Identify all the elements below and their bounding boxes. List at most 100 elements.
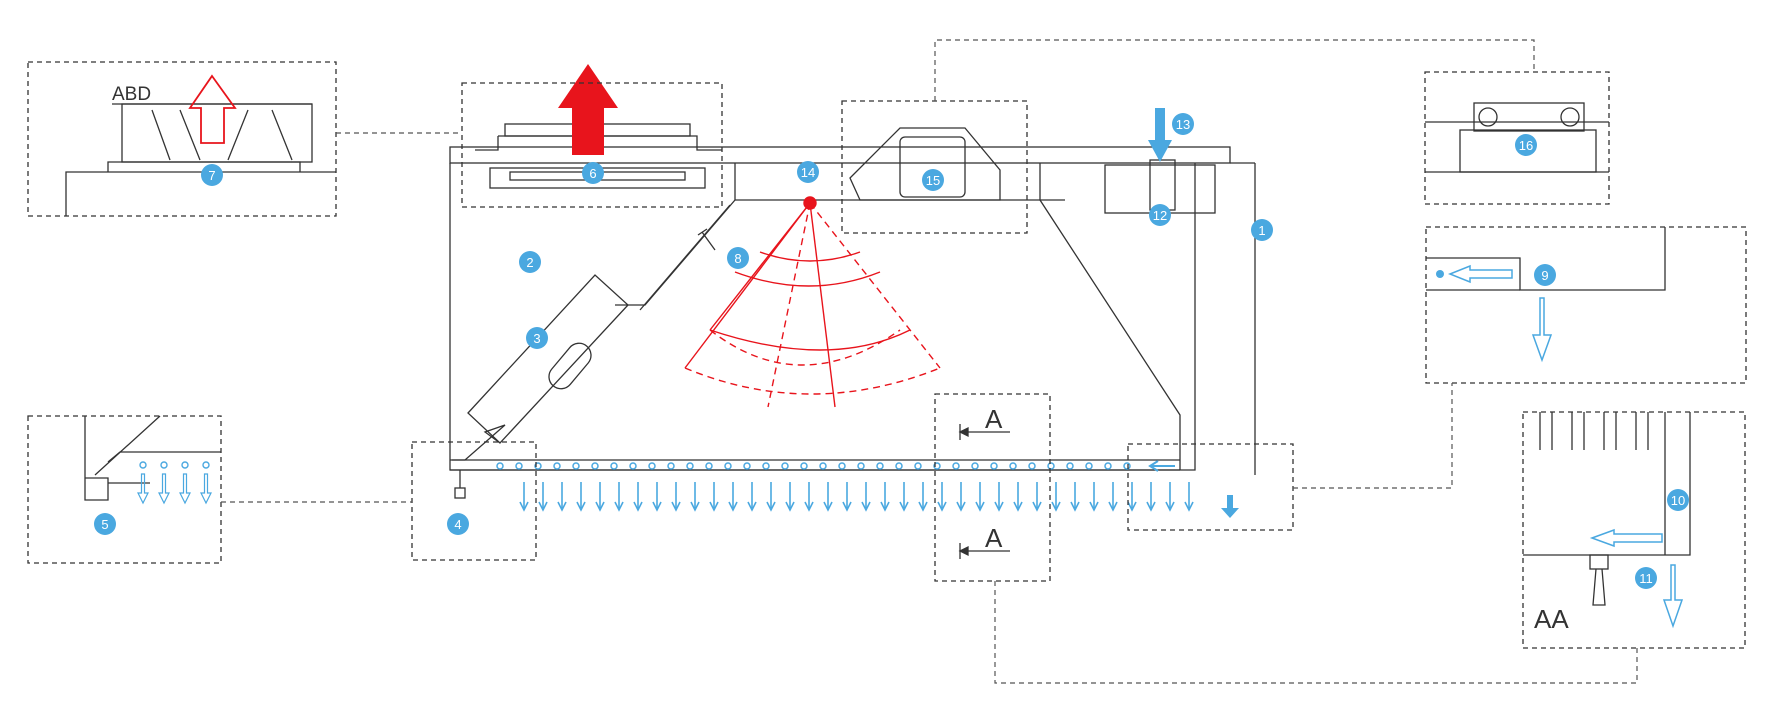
detail-box-4: [411, 441, 537, 561]
down-arrow: [861, 482, 871, 512]
supply-arrow: [1148, 108, 1172, 162]
nozzle-dot: [781, 462, 789, 470]
down-arrow: [1165, 482, 1175, 512]
detail-box-7: [27, 61, 337, 217]
down-arrow: [785, 482, 795, 512]
down-arrow: [709, 482, 719, 512]
badge-15: 15: [922, 169, 944, 191]
badge-7: 7: [201, 164, 223, 186]
exhaust-arrow: [558, 64, 618, 155]
detail-box-10: [1522, 411, 1746, 649]
svg-text:1: 1: [1258, 223, 1265, 238]
down-arrow: [1013, 482, 1023, 512]
nozzle-dots: [496, 462, 1131, 470]
down-arrow: [690, 482, 700, 512]
aa-down-arrow: [1662, 564, 1684, 629]
nozzle-dot: [553, 462, 561, 470]
badge-16: 16: [1515, 134, 1537, 156]
down-arrow: [1127, 482, 1137, 512]
nozzle-dot: [914, 462, 922, 470]
badge-5: 5: [94, 513, 116, 535]
badge-10: 10: [1667, 489, 1689, 511]
down-arrow: [937, 482, 947, 512]
grease-filter: [452, 274, 629, 461]
nozzle-dot: [1066, 462, 1074, 470]
down-arrow: [1089, 482, 1099, 512]
nozzle-dot: [952, 462, 960, 470]
down-arrow: [994, 482, 1004, 512]
down-arrow: [1108, 482, 1118, 512]
svg-text:4: 4: [454, 517, 461, 532]
section-label-top: A: [985, 404, 1003, 434]
detail5-arrow: [179, 461, 191, 505]
badge-11: 11: [1635, 567, 1657, 589]
svg-text:11: 11: [1639, 571, 1653, 586]
svg-text:7: 7: [208, 168, 215, 183]
down-arrow: [1070, 482, 1080, 512]
nozzle-dot: [933, 462, 941, 470]
aa-label: AA: [1534, 604, 1569, 634]
front-edge-detail: [84, 415, 221, 501]
nozzle-dot: [857, 462, 865, 470]
down-arrow: [595, 482, 605, 512]
nozzle-dot: [876, 462, 884, 470]
detail-box-right: [1127, 443, 1294, 531]
nozzle-dot: [1085, 462, 1093, 470]
badge-4: 4: [447, 513, 469, 535]
nozzle-dot: [895, 462, 903, 470]
down-arrow: [1032, 482, 1042, 512]
svg-text:8: 8: [734, 251, 741, 266]
nozzle-dot: [800, 462, 808, 470]
nozzle-dot: [496, 462, 504, 470]
down-arrow: [842, 482, 852, 512]
leader-lines: [221, 39, 1638, 684]
nozzle-dot: [838, 462, 846, 470]
nozzle-dot: [629, 462, 637, 470]
abd-label: ABD: [112, 84, 151, 105]
nozzle-dot: [686, 462, 694, 470]
down-arrow: [576, 482, 586, 512]
badge-1: 1: [1251, 219, 1273, 241]
nozzle-dot: [1104, 462, 1112, 470]
down-arrow: [1146, 482, 1156, 512]
down-arrow: [956, 482, 966, 512]
nozzle-dot: [1028, 462, 1036, 470]
aa-section-detail: [1523, 412, 1691, 606]
detail-box-5: [27, 415, 222, 564]
down-arrow: [804, 482, 814, 512]
nozzle-left-arrow: [1447, 264, 1513, 284]
svg-text:10: 10: [1671, 493, 1685, 508]
hood-foot: [454, 470, 466, 499]
down-arrow: [1051, 482, 1061, 512]
return-arrow: [1148, 460, 1175, 472]
down-arrow: [538, 482, 548, 512]
down-arrow: [633, 482, 643, 512]
down-arrow: [728, 482, 738, 512]
down-arrow: [918, 482, 928, 512]
badge-8: 8: [727, 247, 749, 269]
abd-damper-detail: [65, 103, 336, 216]
detail-box-16: [1424, 71, 1610, 205]
badge-9: 9: [1534, 264, 1556, 286]
down-arrow: [1184, 482, 1194, 512]
nozzle-dot: [762, 462, 770, 470]
down-arrow: [975, 482, 985, 512]
down-arrow: [823, 482, 833, 512]
abd-outlet-arrow: [188, 74, 237, 144]
light-fitting: [849, 127, 1001, 201]
badge-3: 3: [526, 327, 548, 349]
svg-text:14: 14: [801, 165, 815, 180]
sensor-probe: [697, 228, 716, 251]
nozzle-dot: [591, 462, 599, 470]
svg-text:16: 16: [1519, 138, 1533, 153]
nozzle-dot: [724, 462, 732, 470]
down-arrow: [652, 482, 662, 512]
svg-text:13: 13: [1176, 117, 1190, 132]
nozzle-hole: [1436, 270, 1444, 278]
down-airflow-arrows: [519, 482, 1194, 512]
svg-text:2: 2: [526, 255, 533, 270]
detail-box-a: [934, 393, 1051, 582]
down-arrow: [880, 482, 890, 512]
nozzle-dot: [572, 462, 580, 470]
